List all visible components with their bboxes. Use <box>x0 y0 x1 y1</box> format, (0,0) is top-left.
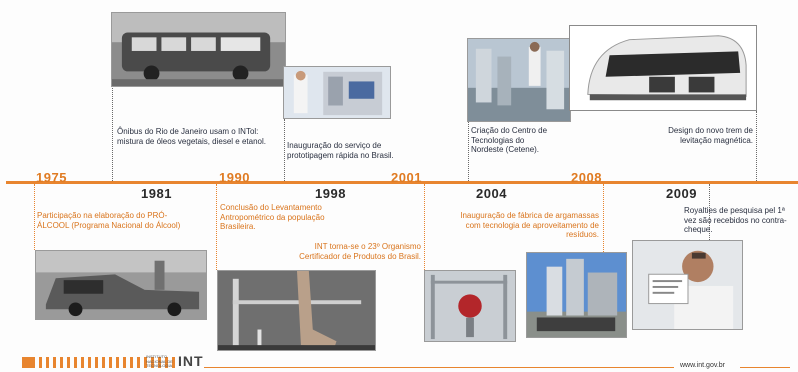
photo-anthropometry-1990 <box>217 270 376 351</box>
year-1981: 1981 <box>141 186 172 201</box>
year-2008: 2008 <box>571 170 602 185</box>
year-2009: 2009 <box>666 186 697 201</box>
photo-certification-2001 <box>424 270 516 342</box>
year-1975: 1975 <box>36 170 67 185</box>
caption-1998: Inauguração do serviço de prototipagem r… <box>287 141 394 160</box>
year-2001: 2001 <box>391 170 422 185</box>
footer-divider-right <box>740 367 790 368</box>
year-1998: 1998 <box>315 186 346 201</box>
footer-logo: INT <box>178 353 204 369</box>
caption-2009: Royalties de pesquisa pel 1ª vez são rec… <box>684 206 787 234</box>
photo-royalties-2009 <box>632 240 743 330</box>
photo-factory-2008 <box>526 252 627 338</box>
caption-2001: INT torna-se o 23º Organismo Certificado… <box>299 242 421 261</box>
caption-2004: Criação do Centro de Tecnologias do Nord… <box>471 126 548 154</box>
footer-divider <box>204 367 674 368</box>
photo-lab-1998 <box>283 66 391 119</box>
caption-1990: Conclusão do Levantamento Antropométrico… <box>220 203 325 231</box>
year-1990: 1990 <box>219 170 250 185</box>
photo-bus-1981 <box>111 12 286 87</box>
connector-1990 <box>216 184 217 270</box>
caption-2008-top: Design do novo trem de levitação magnéti… <box>668 126 753 145</box>
photo-cetene-2004 <box>467 38 571 122</box>
footer-logo-small: INSTITUTO NACIONAL DE TECNOLOGIA <box>146 354 173 368</box>
photo-car-1975 <box>35 250 207 320</box>
caption-1975: Participação na elaboração do PRÓ-ÁLCOOL… <box>37 211 181 230</box>
footer-stripes <box>22 357 175 368</box>
connector-2008-top <box>756 111 757 181</box>
connector-2008-bottom <box>603 184 604 252</box>
connector-2009 <box>709 184 710 240</box>
year-2004: 2004 <box>476 186 507 201</box>
connector-2004 <box>468 122 469 181</box>
connector-1975 <box>34 184 35 250</box>
photo-maglev-2008 <box>569 25 757 111</box>
caption-2008-bottom: Inauguração de fábrica de argamassas com… <box>460 211 599 239</box>
footer-url[interactable]: www.int.gov.br <box>680 362 725 369</box>
connector-1981 <box>112 88 113 181</box>
connector-1998 <box>284 119 285 181</box>
connector-2001 <box>424 184 425 270</box>
timeline-axis <box>6 181 798 184</box>
caption-1981: Ônibus do Rio de Janeiro usam o INTol: m… <box>117 127 266 146</box>
